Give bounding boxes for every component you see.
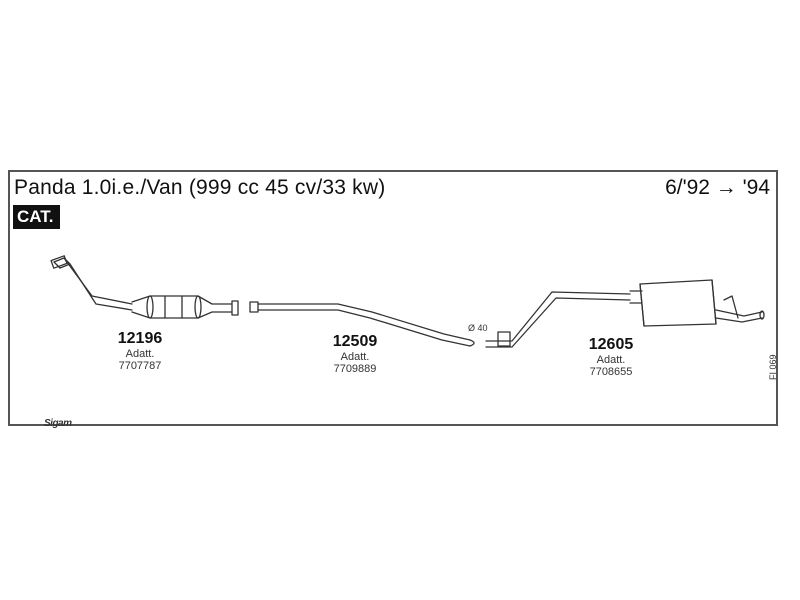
adapter-code: 7709889 (333, 363, 377, 375)
cat-badge: CAT. (13, 205, 60, 229)
part-12509: 12509 Adatt. 7709889 (322, 333, 388, 375)
rear-silencer-12605 (485, 279, 765, 348)
brand-logo: Sigam (44, 418, 72, 429)
part-12196: 12196 Adatt. 7707787 (108, 330, 172, 372)
part-number: 12196 (117, 330, 163, 347)
front-pipe-12196 (50, 255, 239, 319)
figure-code: FI 069 (768, 354, 778, 380)
part-number: 12605 (588, 336, 634, 353)
year-range: 6/'92 → '94 (665, 176, 770, 199)
adapter-code: 7708655 (589, 366, 633, 378)
part-number: 12509 (332, 333, 378, 350)
vehicle-title: Panda 1.0i.e./Van (999 cc 45 cv/33 kw) (14, 176, 386, 199)
adatt-label: Adatt. (125, 348, 155, 360)
diagram-frame (8, 170, 778, 426)
adapter-code: 7707787 (118, 360, 162, 372)
adatt-label: Adatt. (596, 354, 626, 366)
intermediate-pipe-12509 (249, 301, 475, 347)
diameter-label: Ø 40 (468, 323, 488, 333)
part-12605: 12605 Adatt. 7708655 (578, 336, 644, 378)
adatt-label: Adatt. (340, 351, 370, 363)
